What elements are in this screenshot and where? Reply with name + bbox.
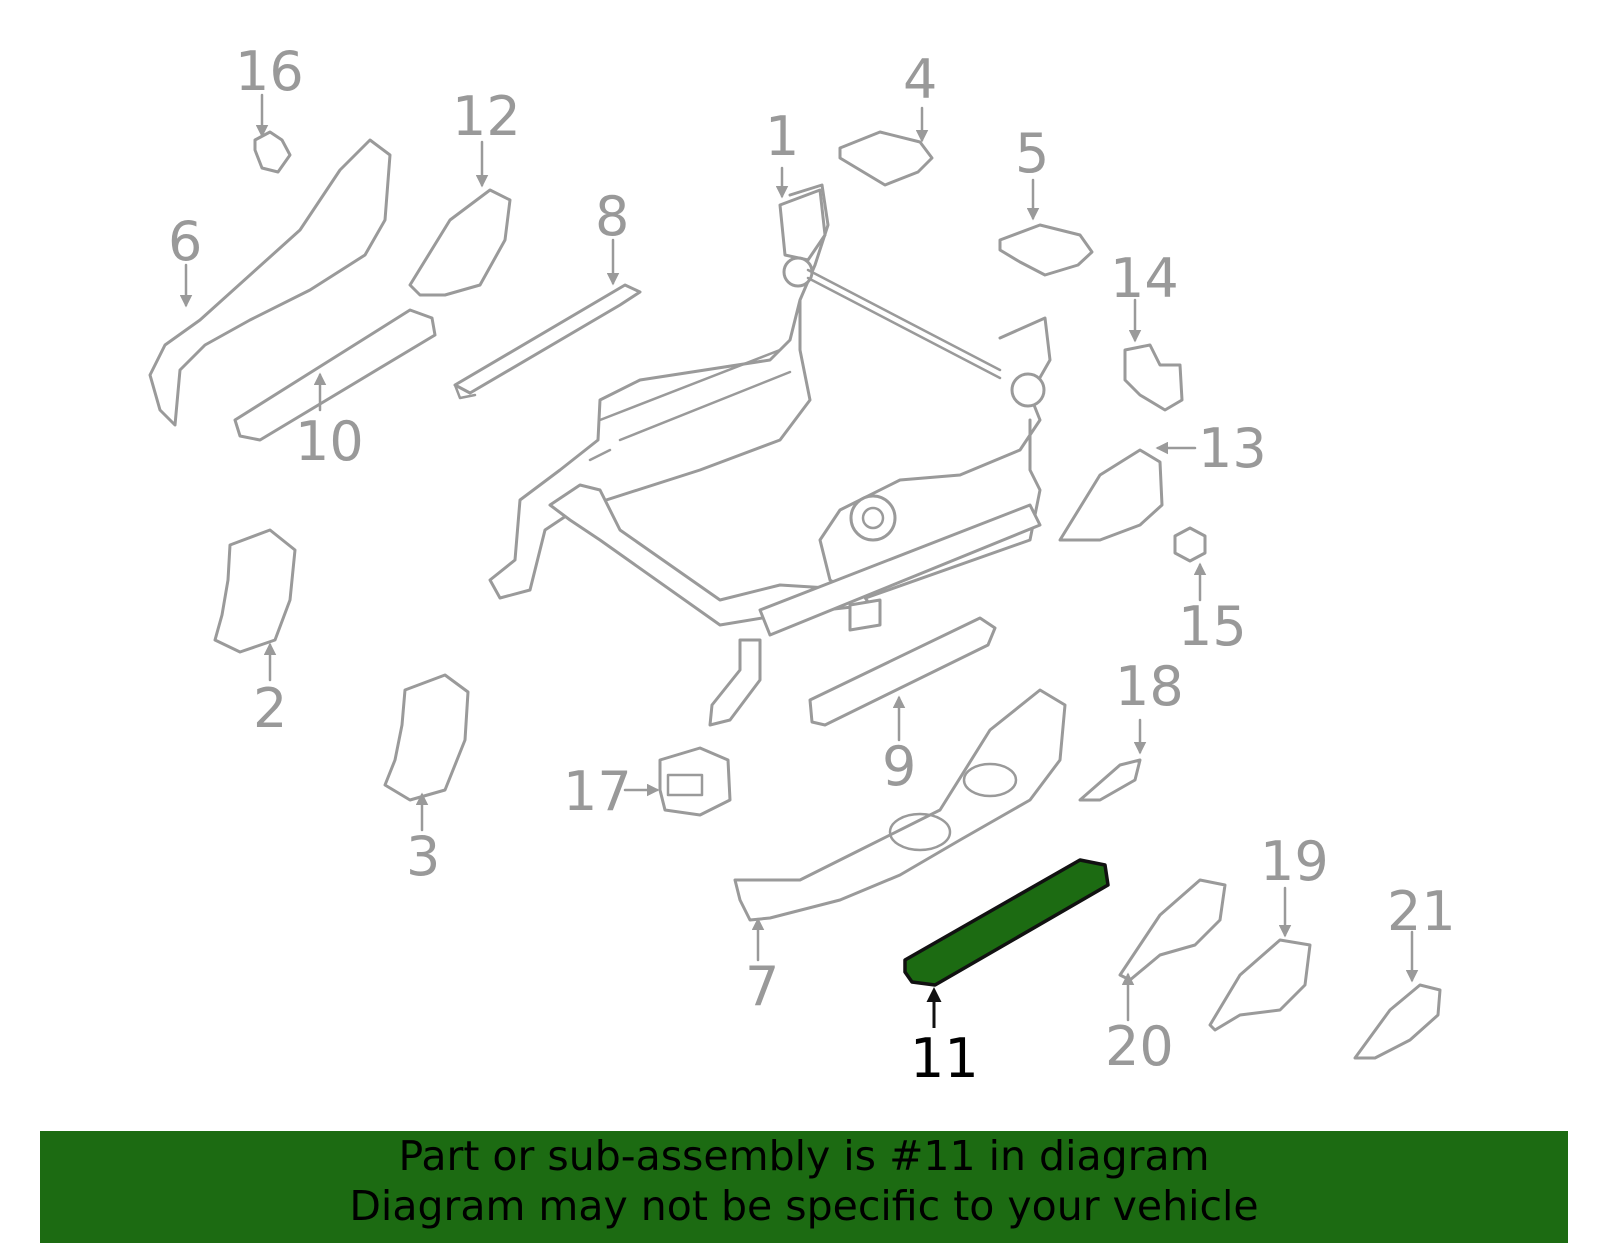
callout-14: 14 — [1110, 247, 1179, 310]
part-15-nut — [1173, 526, 1207, 563]
banner-line-2: Diagram may not be specific to your vehi… — [349, 1182, 1259, 1230]
part-5-bracket — [998, 223, 1094, 277]
part-19-cover — [1208, 938, 1312, 1032]
callout-20: 20 — [1105, 1015, 1174, 1078]
seat-parts-diagram: 1 2 3 4 5 6 7 8 9 10 11 12 13 14 15 16 1… — [148, 40, 1456, 1090]
callout-3: 3 — [406, 825, 440, 888]
callout-17: 17 — [563, 760, 632, 823]
part-7-knob-recess — [888, 812, 952, 852]
callout-labels: 1 2 3 4 5 6 7 8 9 10 11 12 13 14 15 16 1… — [168, 40, 1456, 1090]
part-14-clip — [1123, 343, 1184, 412]
part-10-rail-cover — [233, 308, 437, 442]
callout-11-highlighted: 11 — [910, 1027, 979, 1090]
callout-2: 2 — [253, 677, 287, 740]
part-6-side-shield — [148, 138, 392, 427]
part-17-switch — [658, 746, 732, 817]
callout-4: 4 — [903, 48, 937, 111]
part-2-cover — [213, 528, 297, 654]
part-1-seat-frame — [488, 183, 1052, 727]
callout-13: 13 — [1198, 417, 1267, 480]
callout-12: 12 — [452, 85, 521, 148]
part-12-cover — [408, 188, 512, 297]
callout-21: 21 — [1387, 880, 1456, 943]
callout-7: 7 — [745, 955, 779, 1018]
part-4-bracket — [838, 130, 934, 187]
banner-line-1: Part or sub-assembly is #11 in diagram — [398, 1132, 1210, 1180]
part-3-cover — [383, 673, 470, 802]
part-9-rail-cover — [808, 616, 997, 727]
callout-9: 9 — [882, 735, 916, 798]
part-18-trim — [1078, 758, 1142, 802]
callout-15: 15 — [1178, 595, 1247, 658]
part-16-clip — [253, 130, 292, 174]
part-13-cover — [1058, 448, 1164, 542]
part-8-rail-cover — [453, 283, 642, 395]
part-20-cover — [1118, 878, 1227, 982]
callout-arrows — [179, 93, 1419, 1028]
callout-5: 5 — [1015, 122, 1049, 185]
callout-6: 6 — [168, 210, 202, 273]
callout-10: 10 — [295, 410, 364, 473]
callout-16: 16 — [235, 40, 304, 103]
info-banner: Part or sub-assembly is #11 in diagram D… — [40, 1131, 1568, 1243]
part-11-highlighted — [903, 858, 1110, 987]
part-7-switch-recess — [962, 762, 1018, 798]
callout-8: 8 — [595, 185, 629, 248]
callout-1: 1 — [765, 105, 799, 168]
callout-18: 18 — [1115, 655, 1184, 718]
callout-19: 19 — [1260, 830, 1329, 893]
part-21-knob — [1353, 983, 1442, 1060]
